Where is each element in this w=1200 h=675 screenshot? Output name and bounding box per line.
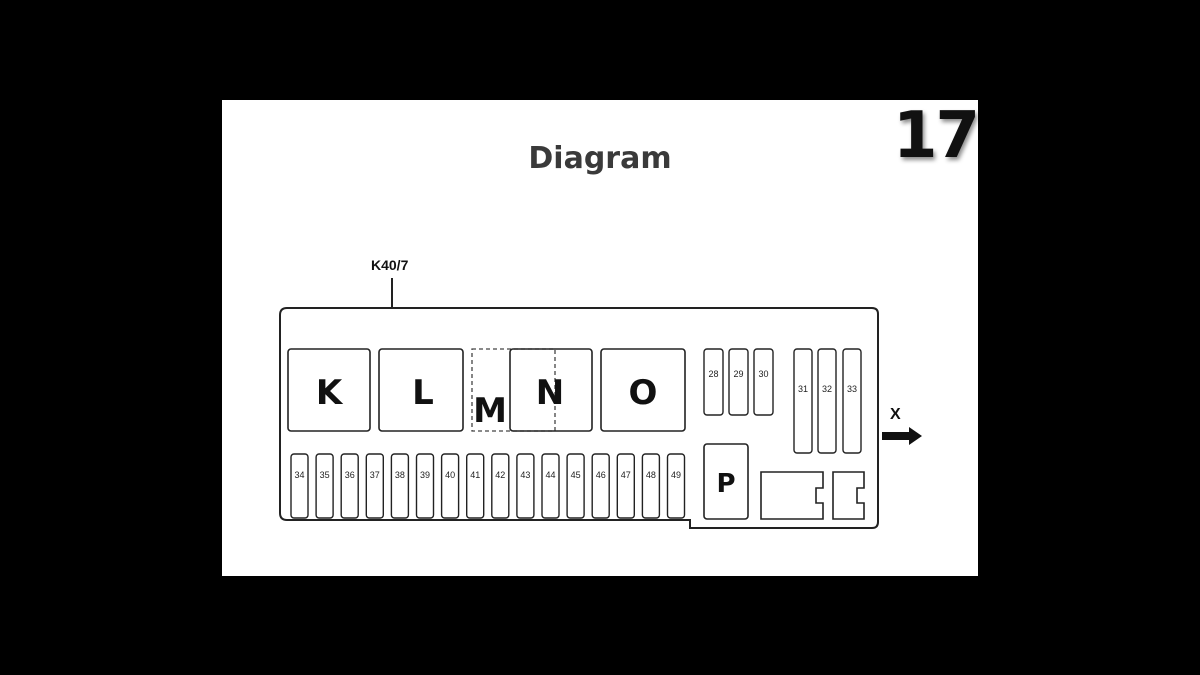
fuse-38-label: 38 — [395, 470, 405, 480]
connector-block-small — [832, 471, 865, 520]
fuse-32 — [817, 348, 837, 454]
direction-label: X — [890, 406, 901, 423]
page-number: 17 — [893, 99, 980, 173]
fuse-29-label: 29 — [733, 369, 743, 379]
fuse-49-label: 49 — [671, 470, 681, 480]
fuses-bottom-row: 34 35 36 37 38 39 40 41 42 43 44 45 46 47 48 49 — [290, 453, 686, 519]
fuse-box-outline — [279, 307, 879, 529]
fuse-48-label: 48 — [646, 470, 656, 480]
fuse-49 — [666, 453, 686, 519]
diagram-panel — [222, 100, 978, 576]
fuse-33-label: 33 — [847, 384, 857, 394]
connector-block-large — [760, 471, 824, 520]
fuses-top-tall: 31 32 33 — [793, 348, 862, 454]
relay-o-label: O — [629, 373, 658, 413]
fuse-45-label: 45 — [571, 470, 581, 480]
fuse-37-label: 37 — [370, 470, 380, 480]
fuse-31-label: 31 — [798, 384, 808, 394]
fuse-43-label: 43 — [520, 470, 530, 480]
fuse-37 — [365, 453, 384, 519]
fuse-44 — [541, 453, 560, 519]
fuse-46 — [591, 453, 610, 519]
fuse-40 — [440, 453, 460, 519]
fuse-33 — [842, 348, 862, 454]
fuse-30-label: 30 — [758, 369, 768, 379]
fuse-39-label: 39 — [420, 470, 430, 480]
relay-o — [600, 348, 686, 432]
relay-k-label: K — [316, 373, 344, 413]
fuse-48 — [641, 453, 661, 519]
relay-n — [509, 348, 593, 432]
fuse-43 — [516, 453, 535, 519]
diagram-title: Diagram — [528, 141, 672, 176]
relay-n-label: N — [536, 373, 564, 413]
fuse-44-label: 44 — [545, 470, 555, 480]
fuse-47-label: 47 — [621, 470, 631, 480]
relay-p — [703, 443, 749, 520]
fuse-29 — [728, 348, 749, 416]
relay-p-label: P — [716, 469, 735, 499]
fuse-41 — [466, 453, 485, 519]
fuse-34-label: 34 — [294, 470, 304, 480]
fuse-35-label: 35 — [320, 470, 330, 480]
fuse-46-label: 46 — [596, 470, 606, 480]
direction-arrow-icon — [882, 427, 922, 445]
fuse-41-label: 41 — [470, 470, 480, 480]
fuse-39 — [415, 453, 435, 519]
fuse-35 — [315, 453, 334, 519]
fuse-32-label: 32 — [822, 384, 832, 394]
relay-k — [287, 348, 371, 432]
fuses-top-small: 28 29 30 — [703, 348, 774, 416]
fuse-36-label: 36 — [345, 470, 355, 480]
fuse-36 — [340, 453, 359, 519]
fuse-28 — [703, 348, 724, 416]
fuse-42-label: 42 — [495, 470, 505, 480]
relay-l — [378, 348, 464, 432]
fuse-42 — [491, 453, 510, 519]
component-label: K40/7 — [371, 257, 409, 273]
relay-l-label: L — [412, 373, 434, 413]
fuse-34 — [290, 453, 309, 519]
fuse-38 — [390, 453, 410, 519]
fuse-31 — [793, 348, 813, 454]
relay-m-label: M — [473, 391, 507, 431]
fuse-30 — [753, 348, 774, 416]
fuse-28-label: 28 — [708, 369, 718, 379]
fuse-47 — [616, 453, 635, 519]
fuse-40-label: 40 — [445, 470, 455, 480]
fuse-45 — [566, 453, 585, 519]
